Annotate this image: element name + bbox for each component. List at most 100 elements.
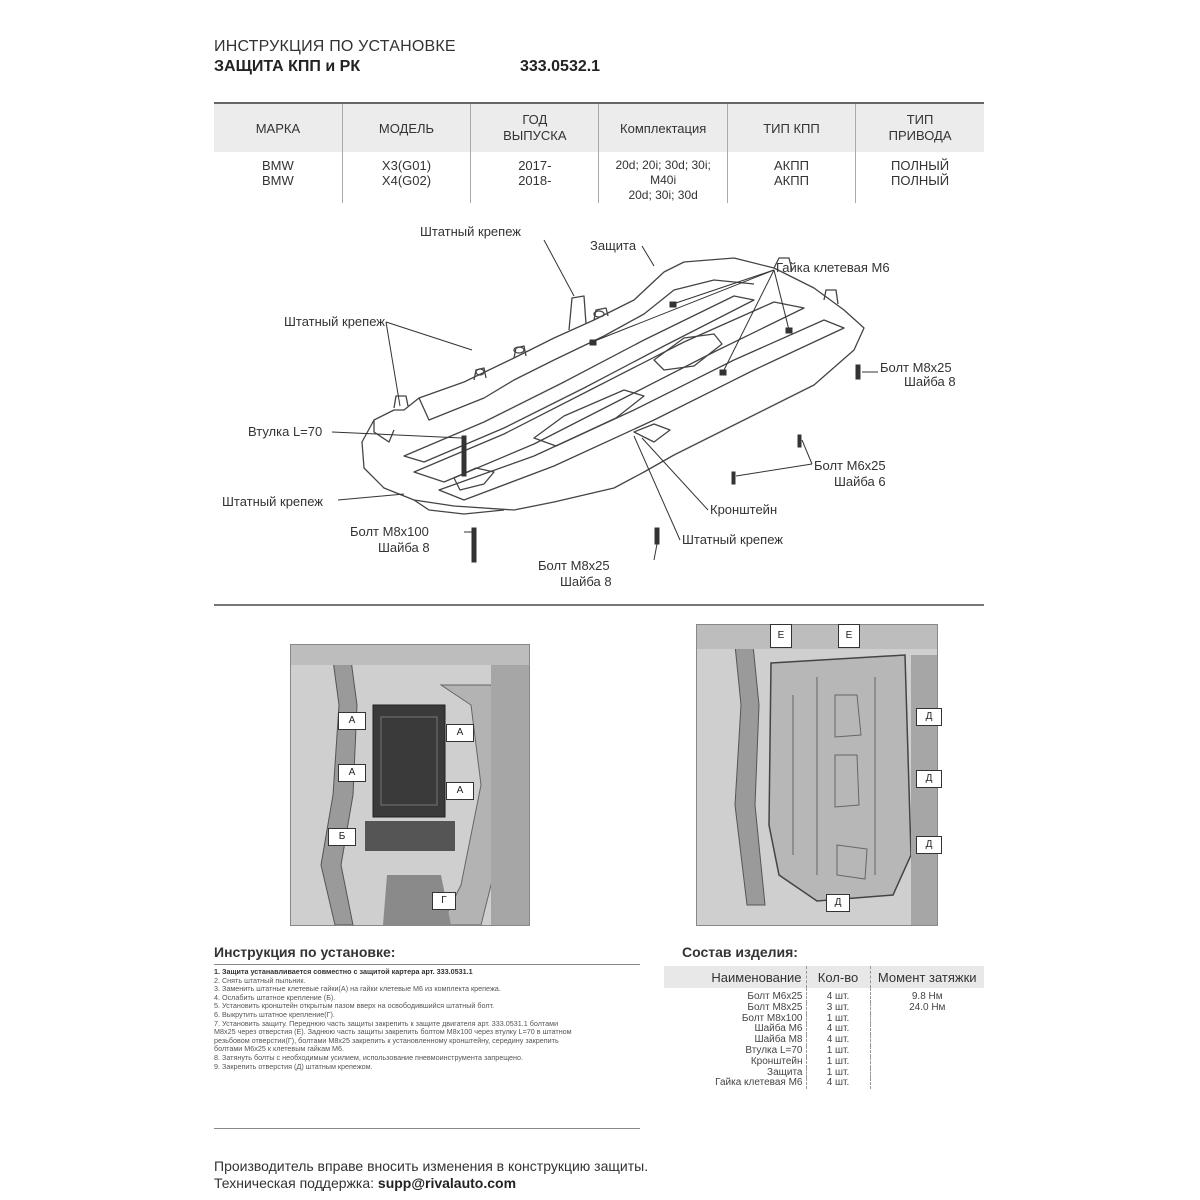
bolt-m8x25-right (855, 364, 861, 380)
spec-header-brand: МАРКА (214, 102, 343, 152)
spec-trim-1: 20d; 20i; 30d; 30i; M40i (615, 158, 711, 187)
spec-brand-1: BMW (262, 158, 294, 173)
bolt-m8x100 (471, 527, 477, 563)
label-bolt-m6x25: Болт М6х25 (814, 458, 886, 473)
part-qty: 1 шт. (805, 1013, 870, 1025)
cage-nut-2 (669, 301, 677, 308)
photo-underbody-before (290, 644, 530, 926)
part-name: Болт М8х25 (747, 1001, 803, 1013)
spec-header-year-text: ГОД ВЫПУСКА (503, 112, 567, 143)
label-standard-fastener-left: Штатный крепеж (284, 314, 385, 329)
label-washer-8-left: Шайба 8 (378, 540, 430, 555)
part-qty: 1 шт. (805, 1056, 870, 1068)
instruction-step: 9. Закрепить отверстия (Д) штатным крепе… (214, 1061, 373, 1071)
instruction-step: 7. Установить защиту. Переднюю часть защ… (214, 1018, 559, 1028)
spec-trim: 20d; 20i; 30d; 30i; M40i 20d; 30i; 30d (598, 152, 728, 203)
marker-d-2: Д (916, 770, 942, 788)
spec-header-drive-text: ТИП ПРИВОДА (888, 112, 952, 143)
marker-d-1: Д (916, 708, 942, 726)
marker-a-2: А (446, 724, 474, 742)
part-torque (869, 1067, 984, 1079)
label-standard-fastener-top: Штатный крепеж (420, 224, 521, 239)
skid-plate-outline (361, 257, 865, 511)
marker-e-2: Е (838, 624, 860, 648)
vehicle-spec-table: МАРКА МОДЕЛЬ ГОД ВЫПУСКА Комплектация ТИ… (214, 102, 984, 203)
bolt-m6x25-1 (797, 434, 802, 448)
parts-header-torque: Момент затяжки (869, 966, 984, 988)
label-washer-6: Шайба 6 (834, 474, 886, 489)
marker-d-4: Д (826, 894, 850, 912)
part-name: Шайба М6 (754, 1023, 803, 1035)
instruction-step: болтами М6х25 к клетевым гайкам М6. (214, 1044, 345, 1054)
spec-gearbox-2: АКПП (774, 173, 809, 188)
instructions-list: 1. Защита устанавливается совместно с за… (214, 967, 640, 1071)
part-name: Болт М6х25 (747, 991, 803, 1002)
marker-a-4: А (446, 782, 474, 800)
part-torque (869, 1024, 984, 1036)
part-torque (869, 1013, 984, 1025)
instruction-step: 3. Заменить штатные клетевые гайки(А) на… (214, 984, 501, 994)
photo-underbody-before-drawing (291, 645, 529, 925)
part-name: Защита (767, 1066, 803, 1078)
part-qty: 3 шт. (805, 1002, 870, 1014)
part-torque (869, 1078, 984, 1090)
spec-header-row: МАРКА МОДЕЛЬ ГОД ВЫПУСКА Комплектация ТИ… (214, 102, 984, 152)
parts-header-row: Наименование Кол-во Момент затяжки (664, 966, 984, 988)
marker-d-3: Д (916, 836, 942, 854)
part-torque (869, 1045, 984, 1057)
document-title: ИНСТРУКЦИЯ ПО УСТАНОВКЕ (214, 38, 456, 55)
spec-model-1: X3(G01) (381, 158, 432, 173)
instructions-rule (214, 964, 640, 965)
part-name: Кронштейн (750, 1055, 803, 1067)
instruction-step: 1. Защита устанавливается совместно с за… (214, 967, 473, 976)
spec-drive-2: ПОЛНЫЙ (891, 173, 950, 188)
label-bolt-m8x25-right: Болт М8х25 (880, 360, 952, 375)
support-email-link[interactable]: supp@rivalauto.com (377, 1175, 517, 1191)
label-washer-8-right: Шайба 8 (904, 374, 956, 389)
parts-title: Состав изделия: (682, 944, 798, 960)
marker-g: Г (432, 892, 456, 910)
article-number: 333.0532.1 (520, 58, 601, 75)
spec-year-2: 2018- (518, 173, 552, 188)
instruction-step: резьбовом отверстии(Г), болтами М8х25 за… (214, 1035, 559, 1045)
sleeve-l70 (461, 435, 467, 477)
part-name: Втулка L=70 (745, 1044, 803, 1056)
part-qty: 1 шт. (805, 1067, 870, 1079)
part-qty: 4 шт. (805, 1078, 870, 1090)
label-standard-fastener-bottom-right: Штатный крепеж (682, 532, 783, 547)
skid-plate-drawing (331, 239, 878, 563)
spec-brand-2: BMW (262, 173, 294, 188)
document-subtitle: ЗАЩИТА КПП и РК (214, 58, 361, 75)
spec-brand: BMW BMW (214, 152, 342, 203)
bolt-m8x25-bottom (654, 527, 660, 545)
footer-support: Техническая поддержка: supp@rivalauto.co… (214, 1175, 516, 1191)
part-torque: 24.0 Нм (869, 1002, 984, 1014)
label-bolt-m8x100: Болт М8х100 (350, 524, 429, 539)
marker-a-1: А (338, 712, 366, 730)
instruction-step: 4. Ослабить штатное крепление (Б). (214, 992, 336, 1002)
photo-underbody-after (696, 624, 938, 926)
part-name: Гайка клетевая М6 (715, 1077, 803, 1089)
marker-b: Б (328, 828, 356, 846)
marker-a-3: А (338, 764, 366, 782)
part-qty: 4 шт. (805, 1034, 870, 1046)
cage-nut-3 (719, 369, 727, 376)
exploded-assembly-diagram: Штатный крепеж Защита Гайка клетевая М6 … (214, 210, 984, 602)
spec-year: 2017- 2018- (470, 152, 599, 203)
spec-header-trim: Комплектация (598, 102, 728, 152)
part-torque: 9.8 Нм (869, 988, 984, 1003)
part-qty: 1 шт. (805, 1045, 870, 1057)
instruction-step: 2. Снять штатный пыльник. (214, 975, 306, 985)
spec-gearbox: АКПП АКПП (726, 152, 856, 203)
spec-header-gearbox: ТИП КПП (726, 102, 856, 152)
spec-gearbox-1: АКПП (774, 158, 809, 173)
bolt-m6x25-2 (731, 471, 736, 485)
part-qty: 4 шт. (805, 1024, 870, 1036)
footer-disclaimer: Производитель вправе вносить изменения в… (214, 1158, 649, 1174)
cage-nut-1 (589, 339, 597, 346)
parts-table: Наименование Кол-во Момент затяжки Болт … (664, 966, 984, 1090)
